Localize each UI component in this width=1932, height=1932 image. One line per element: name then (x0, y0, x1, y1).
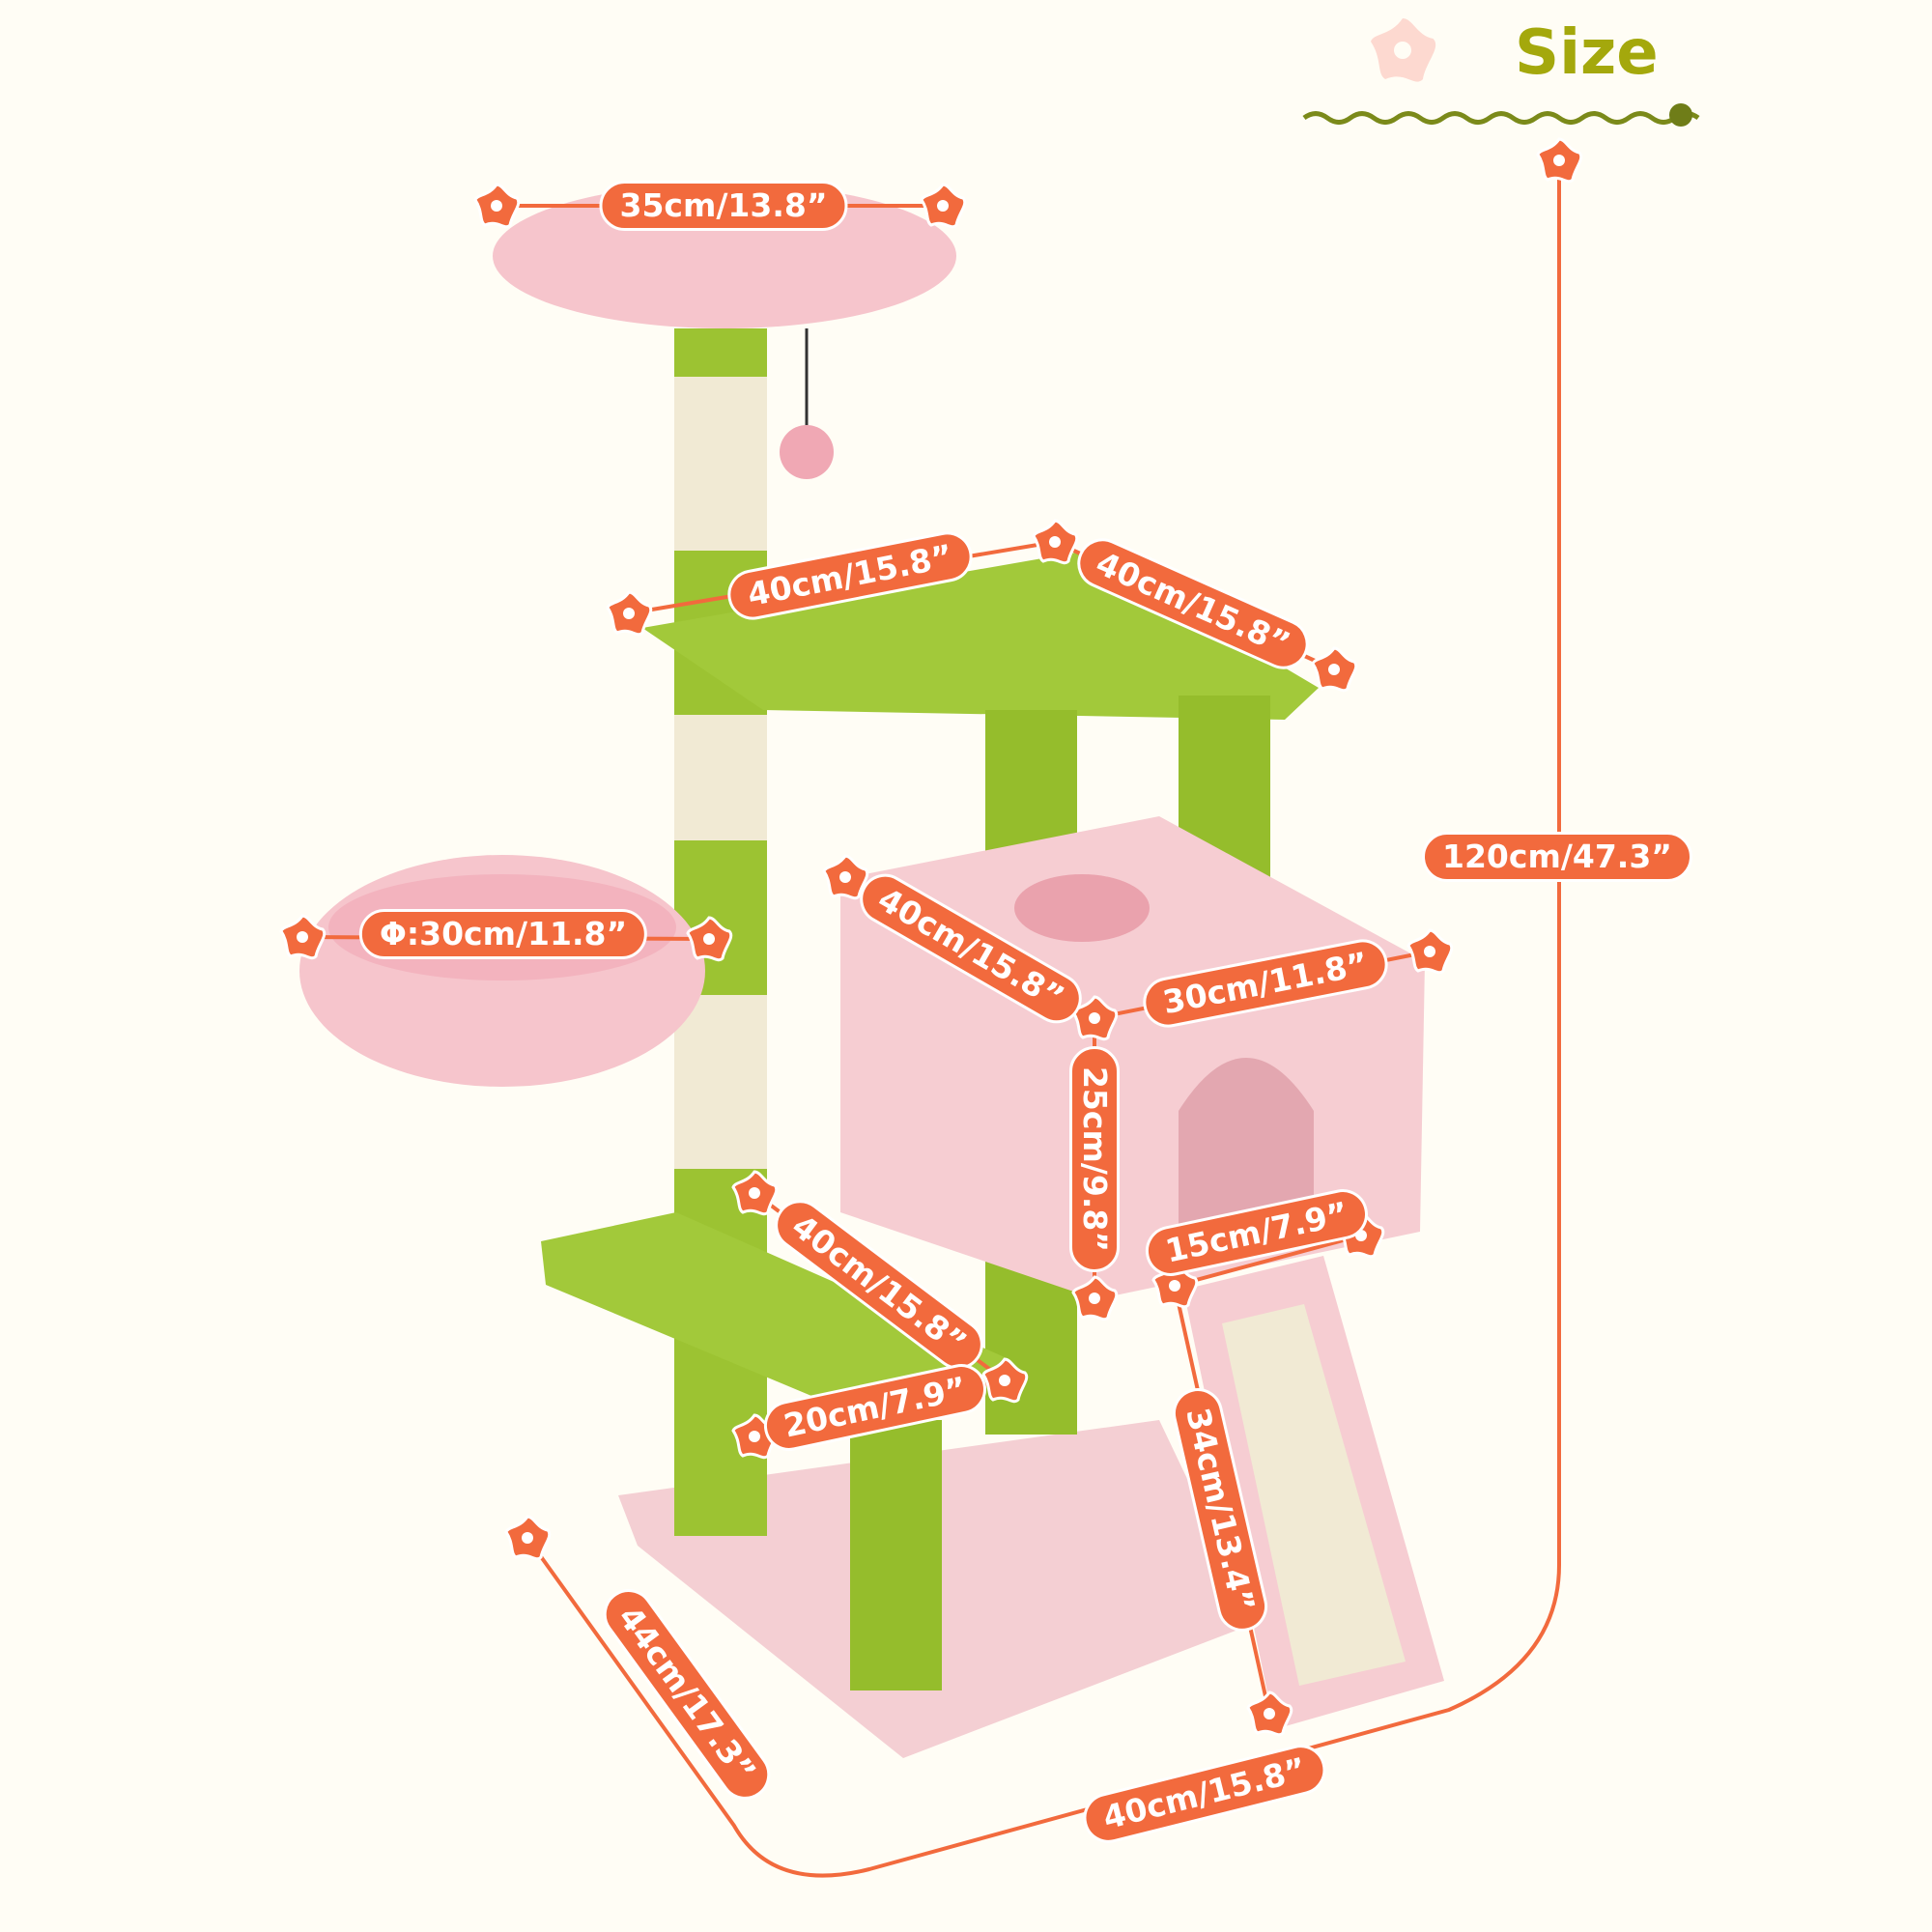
page-title: Size (1515, 17, 1659, 89)
wavy-divider (1302, 111, 1700, 125)
total-height-label: 120cm/47.3” (1422, 832, 1692, 882)
leaf-icon (1669, 103, 1692, 127)
step-platform (541, 1212, 1005, 1420)
condo-height-label: 25cm/9.8” (1069, 1045, 1120, 1273)
top-perch-width-label: 35cm/13.8” (599, 181, 848, 231)
pink-flower-icon (1371, 18, 1436, 82)
basket-diameter-label: Φ:30cm/11.8” (358, 909, 648, 959)
